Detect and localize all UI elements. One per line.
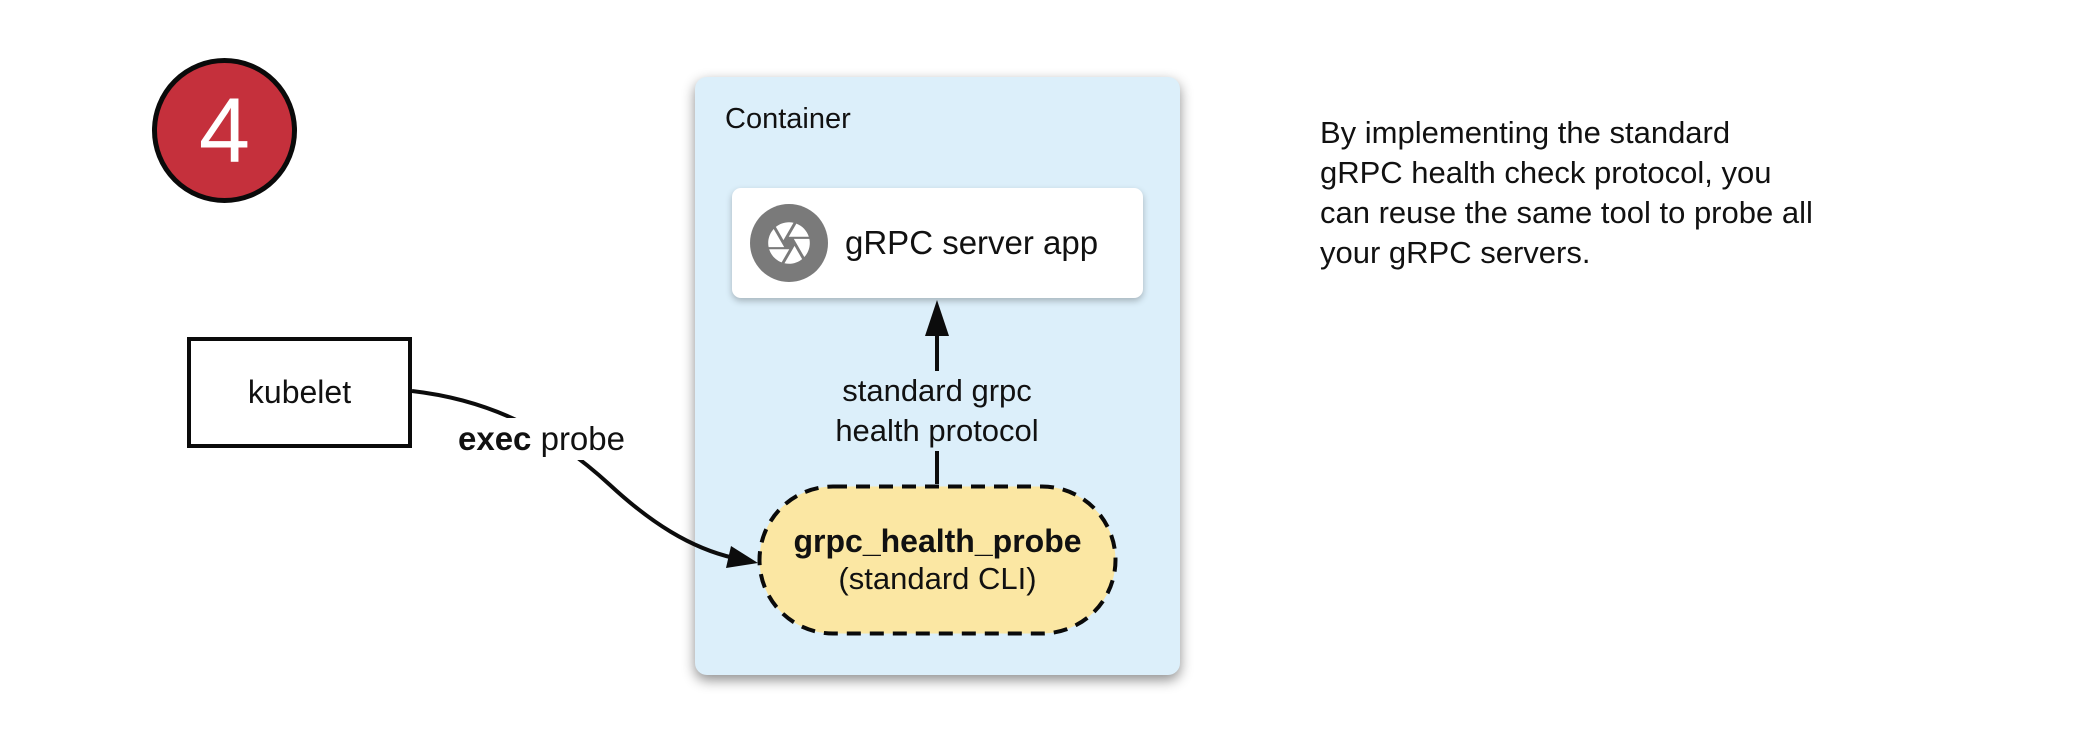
exec-probe-label: exec probe [453,418,630,460]
caption-line: gRPC health check protocol, you [1320,155,1772,190]
grpc-health-probe-pill: grpc_health_probe (standard CLI) [757,484,1118,636]
kubelet-label: kubelet [247,374,352,410]
exec-probe-label-rest: probe [531,420,625,457]
container-title: Container [725,103,851,135]
kubelet-box: kubelet [187,337,412,448]
exec-probe-label-bold: exec [458,420,532,457]
caption-line: By implementing the standard [1320,115,1731,150]
probe-pill-title: grpc_health_probe [793,523,1082,559]
grpc-server-app-label: gRPC server app [845,224,1099,261]
health-protocol-line2: health protocol [835,413,1039,448]
caption-text: By implementing the standard gRPC health… [1320,113,1813,273]
caption-line: your gRPC servers. [1320,235,1591,270]
aperture-icon [750,204,828,282]
health-protocol-label: standard grpc health protocol [827,371,1047,451]
step-number: 4 [198,79,251,182]
health-protocol-line1: standard grpc [842,373,1032,408]
pill-dashed-outline [757,484,1118,636]
grpc-server-app-box: gRPC server app [732,188,1143,298]
caption-line: can reuse the same tool to probe all [1320,195,1813,230]
probe-pill-subtitle: (standard CLI) [838,561,1037,596]
step-badge: 4 [152,58,297,203]
